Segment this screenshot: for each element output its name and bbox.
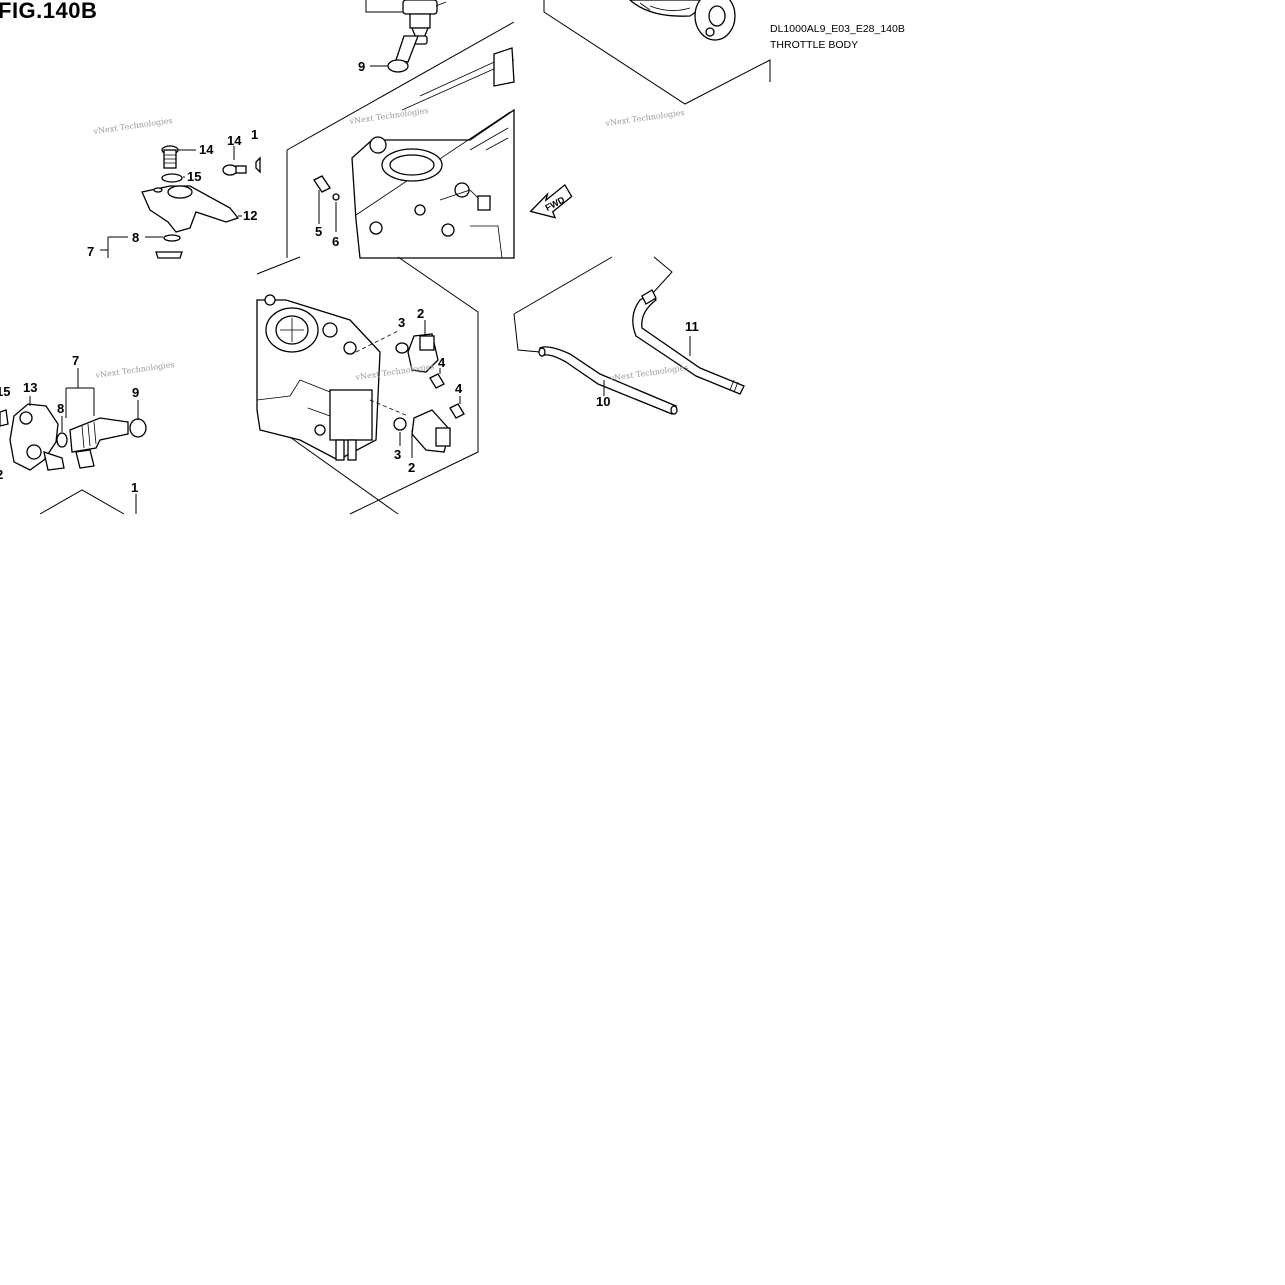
callout-12-a: 12 <box>243 208 257 223</box>
callout-15-b: 15 <box>0 384 10 399</box>
callout-13: 13 <box>23 380 37 395</box>
watermark-3: vNext Technologies <box>604 108 685 128</box>
callout-4-b: 4 <box>455 381 463 396</box>
figure-name: THROTTLE BODY <box>770 39 858 51</box>
watermark-1: vNext Technologies <box>92 116 173 136</box>
callout-4-a: 4 <box>438 355 446 370</box>
callout-11: 11 <box>685 319 699 334</box>
figure-title: FIG.140B <box>0 0 97 23</box>
watermark-5: vNext Technologies <box>94 360 175 380</box>
callout-9-b: 9 <box>132 385 139 400</box>
callout-3-b: 3 <box>394 447 401 462</box>
callout-8-b: 8 <box>57 401 64 416</box>
fuel-rail-assembly <box>100 145 261 259</box>
callout-7-a: 7 <box>87 244 94 259</box>
callout-15-a: 15 <box>187 169 201 184</box>
injector-top-illustration <box>365 0 447 73</box>
watermark-6: vNext Technologies <box>608 363 689 383</box>
throttle-body-panel-top <box>286 21 515 259</box>
fwd-direction-arrow: FWD <box>529 183 573 219</box>
callout-2-a: 2 <box>417 306 424 321</box>
callout-8-a: 8 <box>132 230 139 245</box>
throttle-body-overview <box>543 0 771 105</box>
callout-9-top: 9 <box>358 59 365 74</box>
callout-10: 10 <box>596 394 610 409</box>
callout-12-b-cut: 2 <box>0 467 3 482</box>
figure-code: DL1000AL9_E03_E28_140B <box>770 23 905 35</box>
callout-2-b: 2 <box>408 460 415 475</box>
callout-3-a: 3 <box>398 315 405 330</box>
vacuum-hoses <box>513 256 745 415</box>
callout-14-a: 14 <box>199 142 214 157</box>
callout-14-b: 14 <box>227 133 242 148</box>
callout-1-top-cut: 1 <box>251 127 258 142</box>
throttle-body-panel-bottom <box>256 256 479 515</box>
callout-6: 6 <box>332 234 339 249</box>
injector-assembly <box>0 368 147 515</box>
callout-1-bottom: 1 <box>131 480 138 495</box>
callout-7-b: 7 <box>72 353 79 368</box>
callout-5: 5 <box>315 224 322 239</box>
